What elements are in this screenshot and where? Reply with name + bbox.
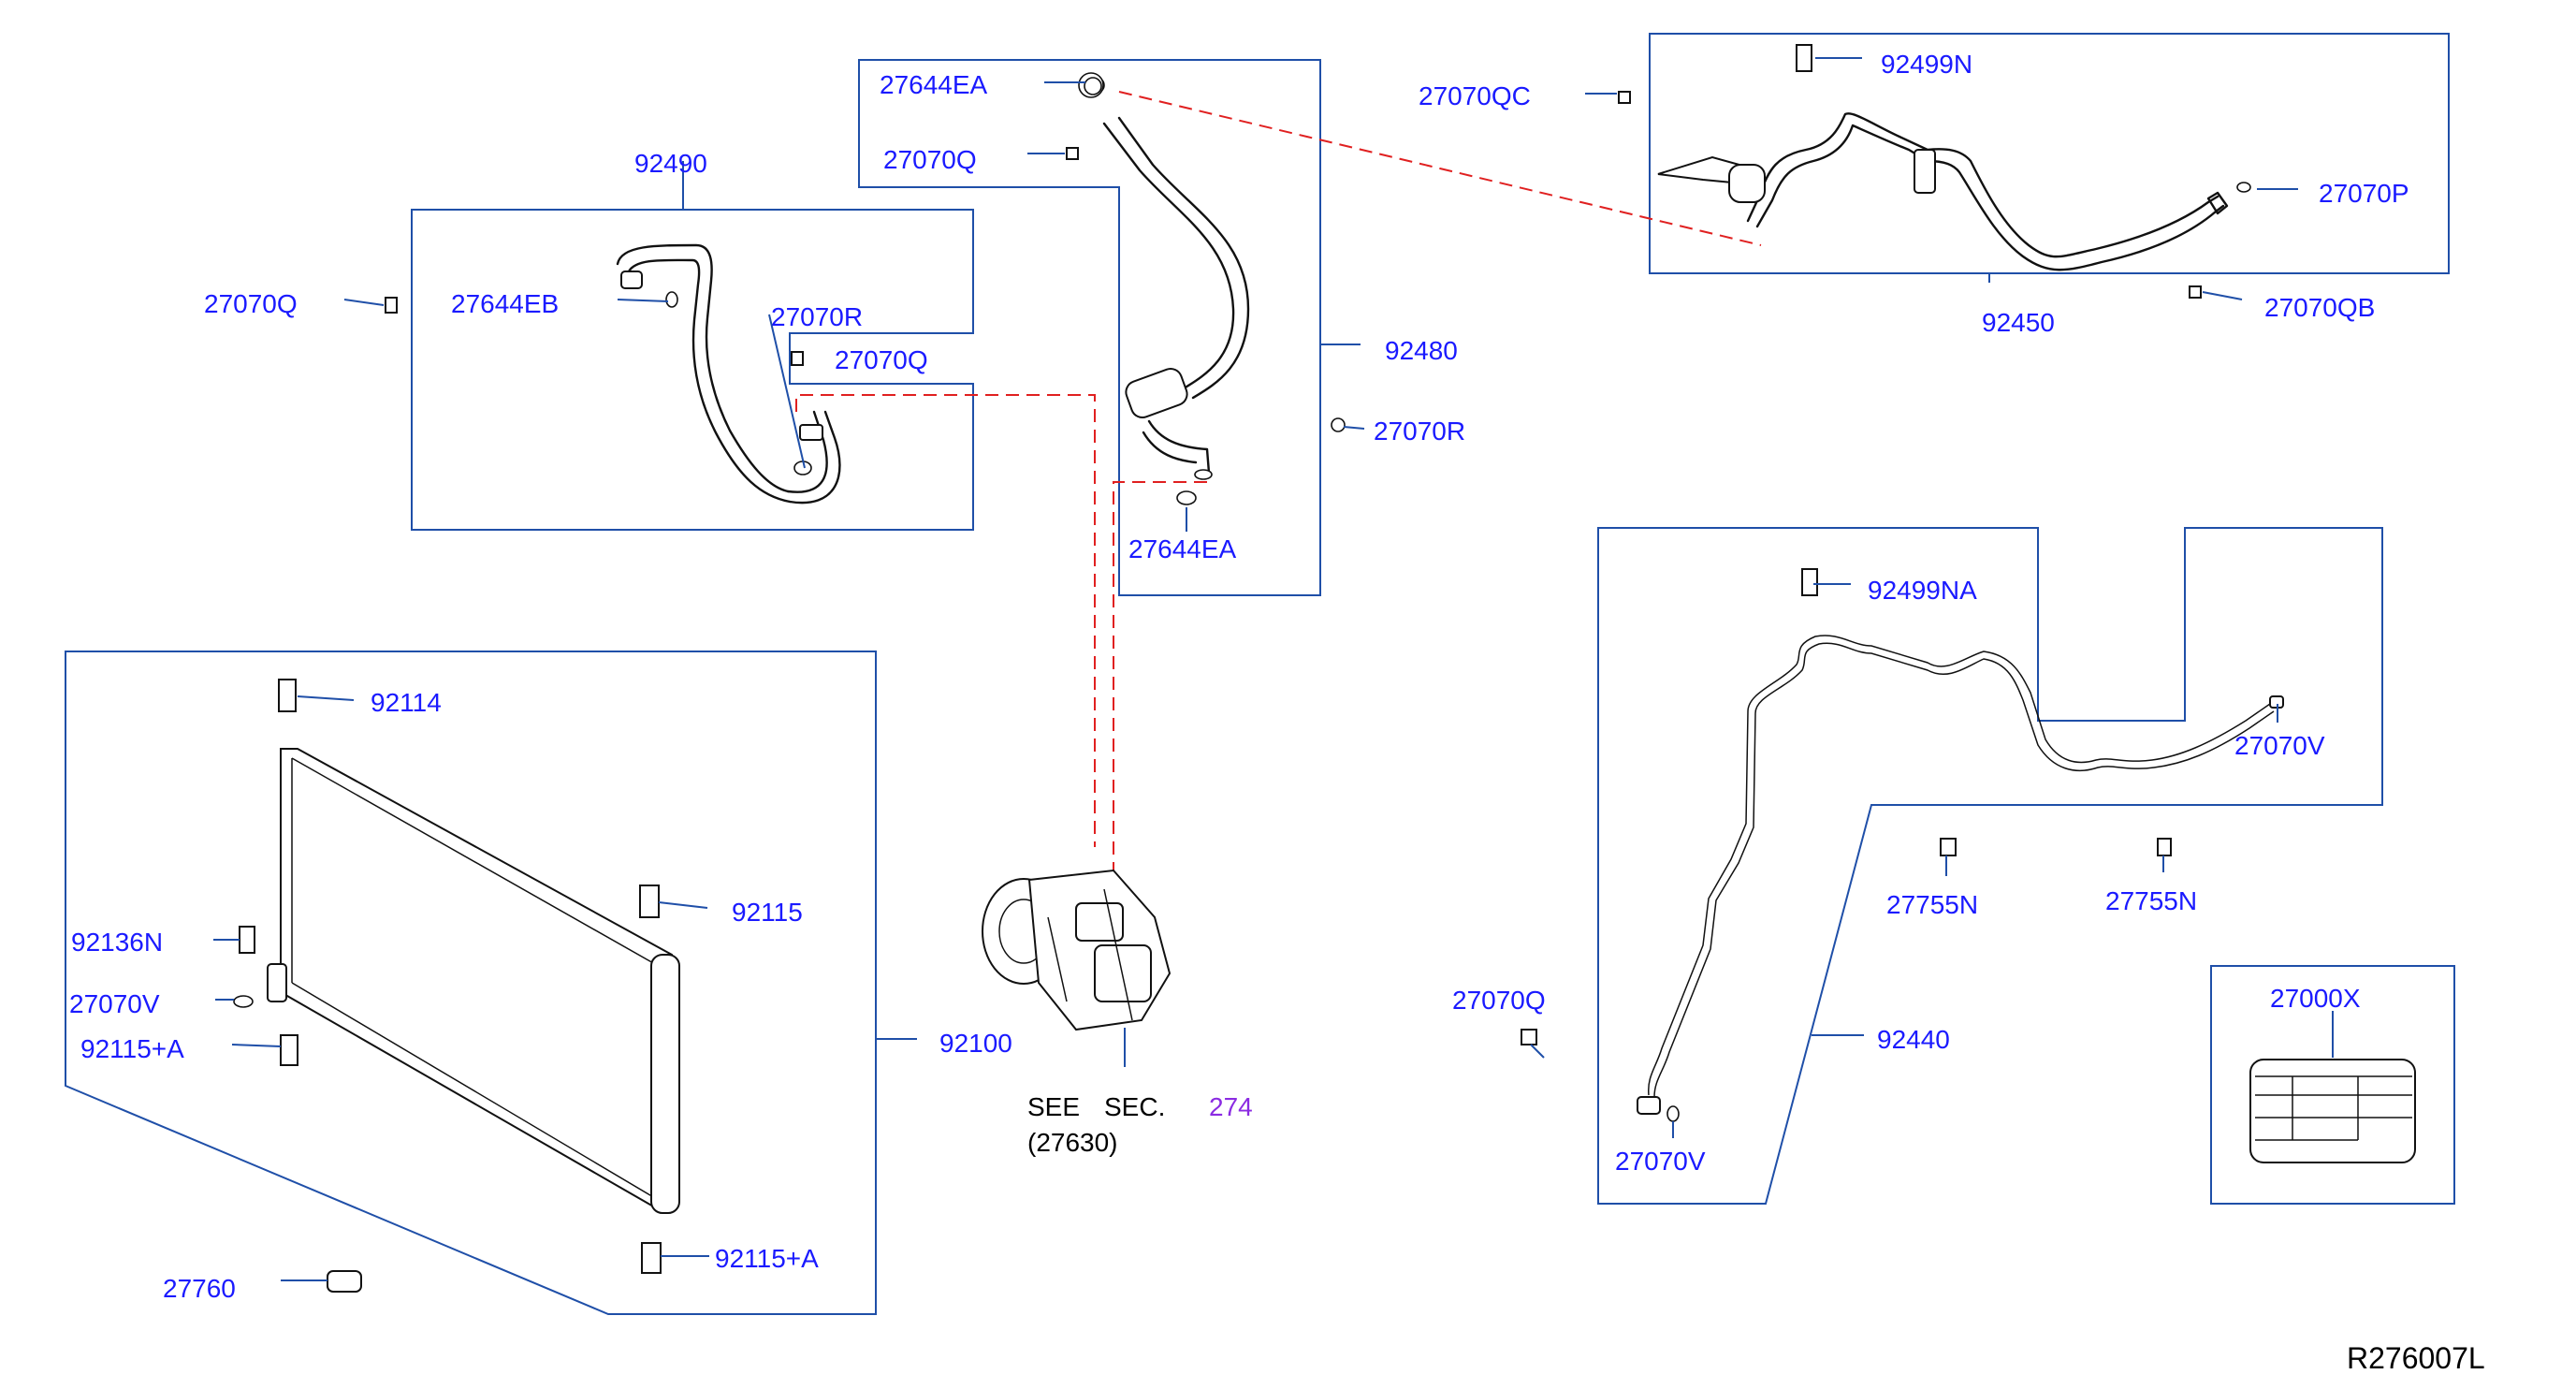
label-27070Q-mid: 27070Q [835, 345, 928, 374]
label-27070V-right: 27070V [2234, 731, 2325, 760]
pipe-92450-drawing [1657, 112, 2251, 271]
box-92480 [858, 59, 1321, 596]
connector-92480-compressor [1113, 481, 1207, 870]
label-27070V-left: 27070V [69, 989, 160, 1018]
leader-lines [213, 57, 2334, 1281]
label-27070QC: 27070QC [1419, 81, 1531, 110]
sec-label: SEC. [1104, 1092, 1165, 1121]
label-92440: 92440 [1877, 1025, 1950, 1054]
label-92100: 92100 [939, 1029, 1012, 1058]
connector-92480-92450 [1118, 91, 1762, 246]
label-27644EA-bottom: 27644EA [1128, 534, 1237, 563]
diagram-reference-code: R276007L [2347, 1341, 2485, 1375]
label-92499NA: 92499NA [1868, 576, 1977, 605]
label-27070R-mid: 27070R [771, 302, 863, 331]
label-92480: 92480 [1385, 336, 1458, 365]
condenser-92100-drawing [267, 748, 680, 1214]
compressor-drawing [982, 869, 1172, 1031]
box-92440 [1597, 527, 2383, 1205]
label-92499N: 92499N [1881, 50, 1972, 79]
label-92490: 92490 [634, 149, 707, 178]
label-27644EB: 27644EB [451, 289, 559, 318]
small-fittings [233, 44, 2202, 1293]
label-27070QB: 27070QB [2264, 293, 2375, 322]
label-92136N: 92136N [71, 928, 163, 957]
box-27000X [2210, 965, 2455, 1205]
label-27000X: 27000X [2270, 984, 2361, 1013]
label-27755N-b: 27755N [2105, 886, 2197, 915]
label-27755N-a: 27755N [1886, 890, 1978, 919]
label-92115A-upper: 92115+A [80, 1034, 184, 1063]
section-number-link[interactable]: 274 [1209, 1092, 1253, 1121]
label-27070Q-left: 27070Q [204, 289, 298, 318]
hose-92480-drawing [1078, 72, 1250, 480]
label-27760: 27760 [163, 1274, 236, 1303]
label-27070R-right: 27070R [1374, 417, 1465, 446]
label-92115: 92115 [732, 898, 803, 927]
label-27070Q-top: 27070Q [883, 145, 977, 174]
label-92114: 92114 [371, 688, 442, 717]
compressor-part-ref: (27630) [1027, 1128, 1118, 1157]
box-92490 [411, 209, 974, 531]
label-27070V-bottom: 27070V [1615, 1147, 1706, 1176]
see-label: SEE [1027, 1092, 1080, 1121]
label-27070Q-low: 27070Q [1452, 986, 1546, 1015]
hose-92490-drawing [616, 243, 841, 504]
label-92450: 92450 [1982, 308, 2055, 337]
label-card-27000X-drawing [2249, 1059, 2416, 1163]
label-92115A-lower: 92115+A [715, 1244, 819, 1273]
box-92450 [1649, 33, 2450, 274]
label-27644EA-top: 27644EA [880, 70, 988, 99]
connector-92490-compressor [795, 394, 1096, 847]
pipe-92440-drawing [1637, 635, 2284, 1115]
box-92100 [65, 651, 877, 1315]
label-27070P: 27070P [2319, 179, 2409, 208]
